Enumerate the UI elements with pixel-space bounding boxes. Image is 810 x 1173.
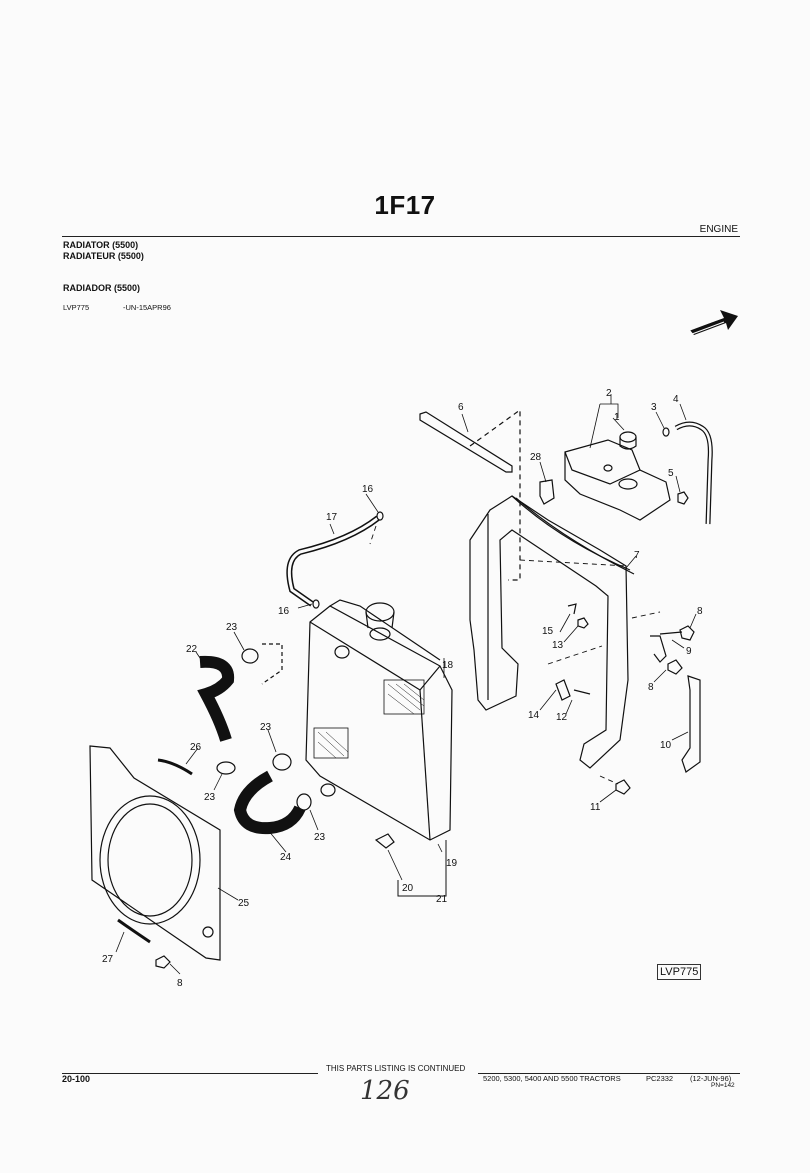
continued-note: THIS PARTS LISTING IS CONTINUED: [326, 1064, 466, 1073]
callout-6: 6: [458, 402, 464, 413]
footer-rule-left: [62, 1073, 318, 1074]
callout-26: 26: [190, 742, 202, 753]
callout-3: 3: [651, 402, 657, 413]
catalog-number: PC2332: [646, 1074, 674, 1083]
callout-23d: 23: [314, 832, 326, 843]
illustration-validity: -UN-15APR96: [123, 303, 171, 312]
callout-27: 27: [102, 954, 114, 965]
callout-4: 4: [673, 394, 679, 405]
callout-5: 5: [668, 468, 674, 479]
callout-21: 21: [436, 894, 448, 905]
title-french: RADIATEUR (5500): [63, 251, 144, 261]
callout-10: 10: [660, 740, 672, 751]
callout-1: 1: [614, 412, 620, 423]
title-english: RADIATOR (5500): [63, 240, 139, 250]
callout-13: 13: [552, 640, 564, 651]
callout-17: 17: [326, 512, 338, 523]
callout-8: 8: [697, 606, 703, 617]
support-frame-7: [469, 495, 635, 769]
callout-23a: 23: [226, 622, 238, 633]
fan-shroud-25: [89, 745, 221, 961]
overflow-tank: [564, 431, 671, 521]
callout-23c: 23: [204, 792, 216, 803]
footer-rule-right: [478, 1073, 740, 1074]
header-rule: [62, 236, 740, 237]
page-number: 20-100: [62, 1074, 91, 1084]
radiator-core: [305, 599, 453, 841]
callout-16a: 16: [362, 484, 374, 495]
callout-14: 14: [528, 710, 540, 721]
callout-9: 9: [686, 646, 692, 657]
callout-24: 24: [280, 852, 292, 863]
callout-16b: 16: [278, 606, 290, 617]
callout-28: 28: [530, 452, 542, 463]
front-direction-arrow-icon: [689, 310, 738, 335]
illustration-code: LVP775: [63, 303, 90, 312]
title-spanish: RADIADOR (5500): [63, 283, 141, 293]
callout-19: 19: [446, 858, 458, 869]
revision-date: (12-JUN-96): [690, 1074, 732, 1083]
callout-20: 20: [402, 883, 414, 894]
callout-numbers: 1 2 3 4 5 6 7 8 9 10 11 12 13 14 15 16 1…: [102, 388, 703, 989]
callout-2: 2: [606, 388, 612, 399]
callout-18: 18: [442, 660, 454, 671]
callout-12: 12: [556, 712, 568, 723]
callout-11: 11: [590, 802, 601, 813]
callout-15: 15: [542, 626, 554, 637]
figure-reference: LVP775: [657, 964, 702, 980]
tractor-models: 5200, 5300, 5400 AND 5500 TRACTORS: [483, 1074, 621, 1083]
pn-number: PN=142: [711, 1082, 735, 1089]
page-code: 1F17: [374, 190, 436, 220]
handwritten-page-number: 126: [360, 1076, 410, 1106]
seal-10: [681, 675, 701, 773]
callout-7: 7: [634, 550, 640, 561]
callout-8c: 8: [648, 682, 654, 693]
callout-22: 22: [186, 644, 198, 655]
callout-8b: 8: [177, 978, 183, 989]
callout-23b: 23: [260, 722, 272, 733]
section-label: ENGINE: [699, 224, 738, 235]
seal-strip-6: [419, 408, 521, 581]
callout-25: 25: [238, 898, 250, 909]
